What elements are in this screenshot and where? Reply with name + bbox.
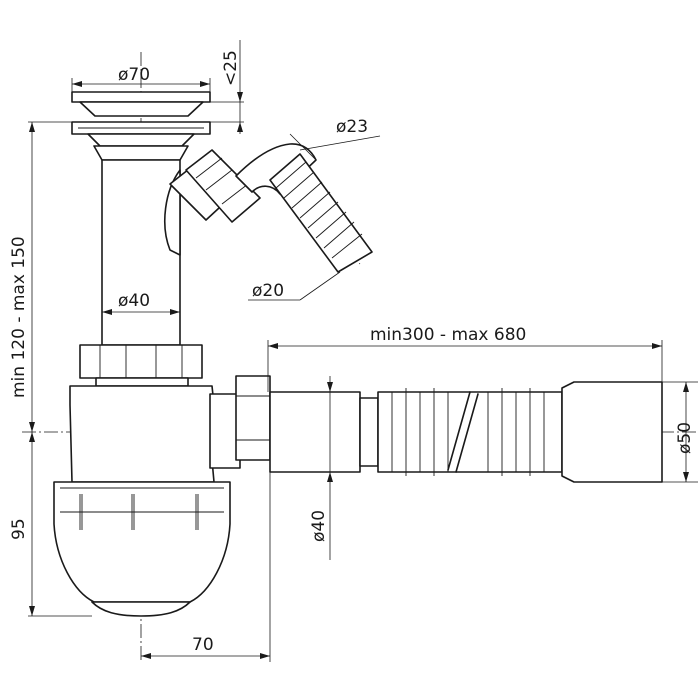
side-outlet — [164, 143, 373, 273]
trap-body — [53, 385, 241, 617]
trap-height-label: 95 — [9, 518, 29, 540]
pipe-diameter-label: ø40 — [118, 291, 150, 311]
hose-diameter-label: ø20 — [252, 281, 284, 301]
drain-diameter-label: ø70 — [118, 65, 150, 85]
drain-plug — [71, 91, 211, 161]
trap-nut — [79, 344, 203, 387]
side-nut — [209, 375, 271, 469]
corrugated-hose — [377, 388, 563, 476]
side-outlet-diameter-label: ø23 — [336, 117, 368, 137]
trap-offset-label: 70 — [192, 635, 214, 655]
outlet-sleeve — [561, 381, 663, 483]
vertical-pipe — [101, 159, 181, 346]
horizontal-pipe — [269, 391, 379, 473]
drain-height-label: <25 — [221, 50, 241, 86]
horizontal-pipe-diameter-label: ø40 — [309, 510, 329, 542]
dimension-lines — [28, 40, 698, 662]
corrugated-range-label: min300 - max 680 — [370, 325, 526, 345]
dimension-arrows — [29, 81, 689, 659]
vertical-range-label: min 120 - max 150 — [9, 236, 29, 398]
outlet-diameter-label: ø50 — [675, 422, 695, 454]
